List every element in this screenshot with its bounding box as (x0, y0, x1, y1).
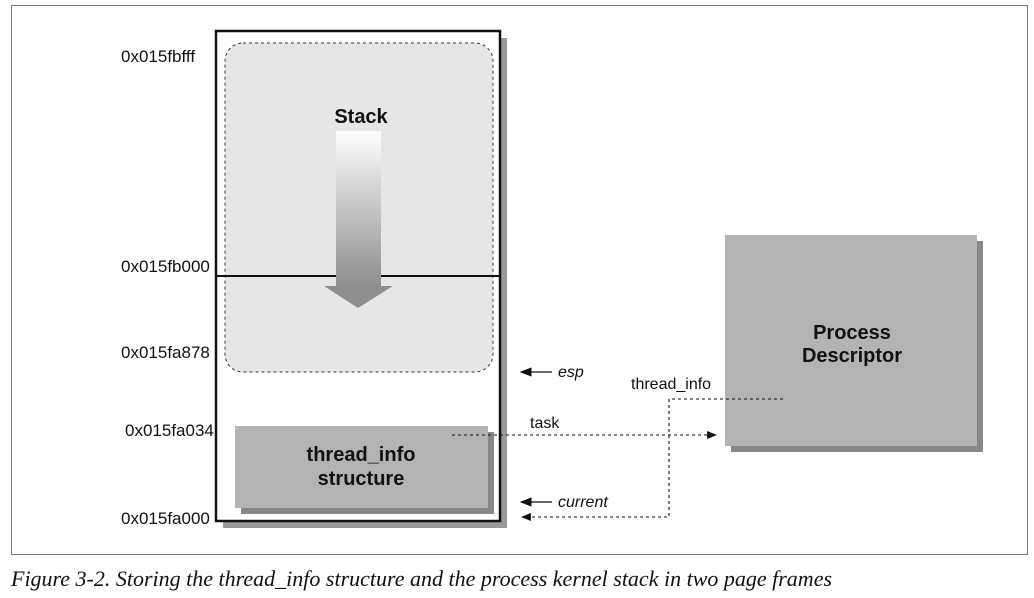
stack-growth-arrow-head (324, 286, 393, 308)
thread-info-pointer-label: thread_info (631, 376, 711, 393)
task-label: task (530, 415, 560, 432)
process-descriptor: Process Descriptor (725, 235, 983, 452)
process-descriptor-line1: Process (813, 322, 891, 344)
thread-info-pointer-line (521, 398, 783, 521)
memory-area: Stack thread_info structure (214, 29, 507, 528)
esp-label: esp (558, 364, 584, 381)
current-label: current (558, 494, 608, 511)
address-label: 0x015fb000 (121, 257, 210, 276)
thread-info-box (235, 426, 488, 508)
address-label: 0x015fa034 (125, 421, 214, 440)
address-label: 0x015fbfff (121, 47, 195, 66)
stack-label: Stack (334, 106, 388, 128)
address-label: 0x015fa878 (121, 343, 210, 362)
stack-growth-arrow-shaft (336, 131, 381, 286)
process-descriptor-box (725, 235, 977, 446)
thread-info-box-line2: structure (318, 468, 405, 490)
address-labels: 0x015fbfff 0x015fb000 0x015fa878 0x015fa… (121, 47, 214, 528)
figure-caption: Figure 3-2. Storing the thread_info stru… (11, 566, 833, 591)
thread-info-box-line1: thread_info (307, 444, 416, 466)
process-descriptor-line2: Descriptor (802, 345, 902, 367)
address-label: 0x015fa000 (121, 509, 210, 528)
